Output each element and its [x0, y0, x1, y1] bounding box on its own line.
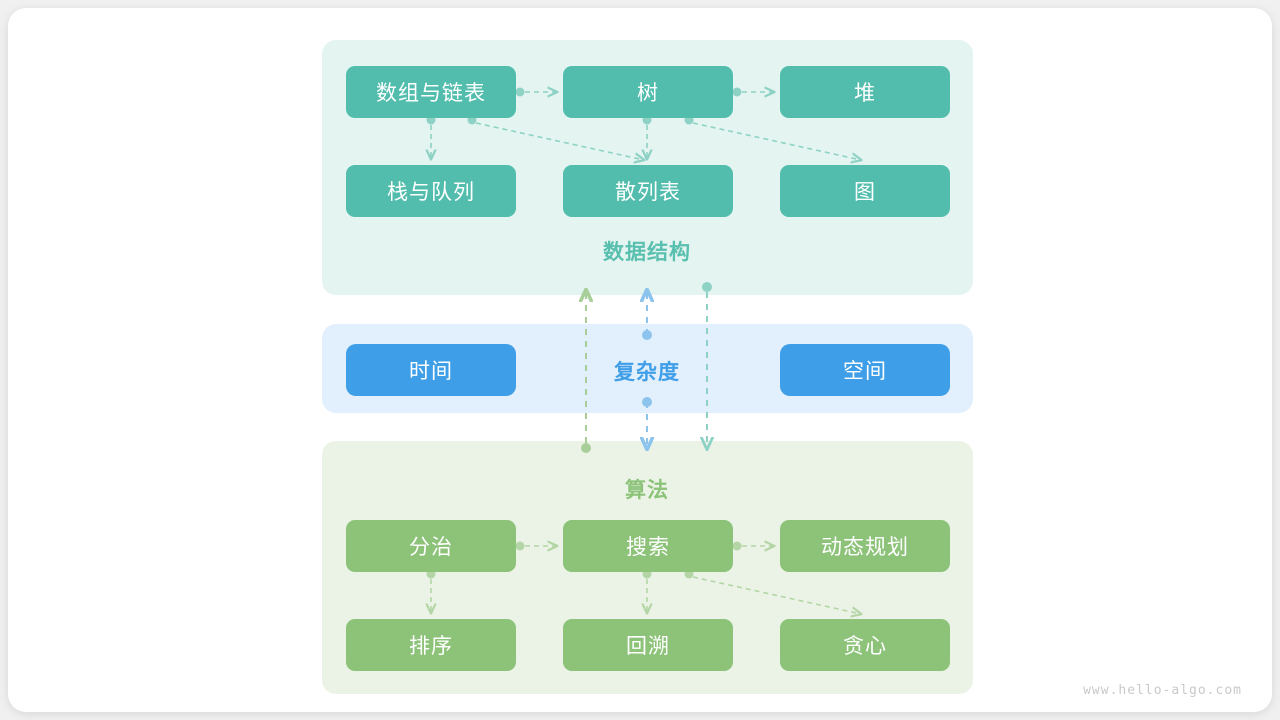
node-time[interactable]: 时间	[346, 344, 516, 396]
node-label: 空间	[843, 360, 887, 383]
node-label: 时间	[409, 360, 453, 383]
node-label: 搜索	[626, 536, 670, 559]
section-title-data-structure: 数据结构	[603, 241, 691, 264]
node-label: 分治	[409, 536, 453, 559]
node-dynamic-programming[interactable]: 动态规划	[780, 520, 950, 572]
node-tree[interactable]: 树	[563, 66, 733, 118]
section-title-complexity: 复杂度	[614, 361, 680, 384]
node-label: 散列表	[615, 181, 681, 204]
node-label: 动态规划	[821, 536, 909, 559]
node-greedy[interactable]: 贪心	[780, 619, 950, 671]
node-label: 堆	[854, 82, 876, 105]
node-divide-conquer[interactable]: 分治	[346, 520, 516, 572]
node-backtracking[interactable]: 回溯	[563, 619, 733, 671]
diagram-canvas: 数组与链表 树 堆 栈与队列 散列表 图 时间 空间 分治 搜索 动态规划 排序…	[8, 8, 1272, 712]
node-label: 排序	[409, 635, 453, 658]
node-label: 树	[637, 82, 659, 105]
node-label: 栈与队列	[387, 181, 475, 204]
node-sorting[interactable]: 排序	[346, 619, 516, 671]
node-array-linkedlist[interactable]: 数组与链表	[346, 66, 516, 118]
node-stack-queue[interactable]: 栈与队列	[346, 165, 516, 217]
watermark-url: www.hello-algo.com	[1083, 683, 1242, 698]
node-label: 贪心	[843, 635, 887, 658]
node-graph[interactable]: 图	[780, 165, 950, 217]
node-space[interactable]: 空间	[780, 344, 950, 396]
node-label: 回溯	[626, 635, 670, 658]
node-search[interactable]: 搜索	[563, 520, 733, 572]
node-label: 数组与链表	[376, 82, 486, 105]
node-hash-table[interactable]: 散列表	[563, 165, 733, 217]
node-heap[interactable]: 堆	[780, 66, 950, 118]
section-title-algorithm: 算法	[625, 479, 669, 502]
node-label: 图	[854, 181, 876, 204]
